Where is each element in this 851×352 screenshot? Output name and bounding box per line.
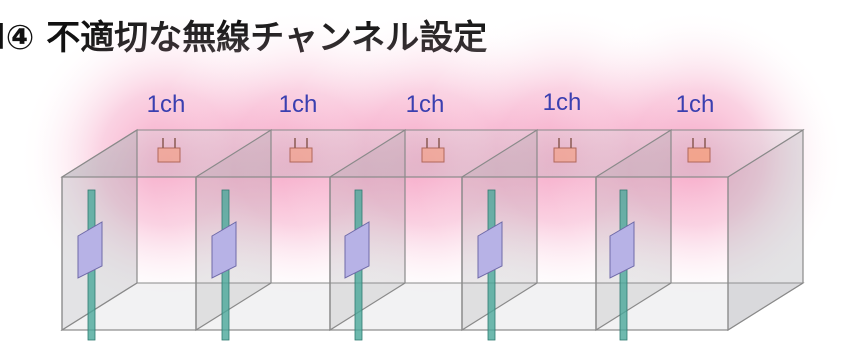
channel-label-5: 1ch [676,91,715,118]
access-point-5 [687,138,711,163]
channel-label-2: 1ch [279,91,318,118]
channel-label-layer: 1ch 1ch 1ch 1ch 1ch [147,89,715,118]
door-panel-2 [211,221,237,279]
access-point-2 [289,138,313,163]
access-point-1 [157,138,181,163]
router-body-4 [553,147,577,163]
door-unit-2 [211,189,237,341]
door-unit-1 [77,189,103,341]
door-unit-4 [477,189,503,341]
access-point-4 [553,138,577,163]
router-body-5 [687,147,711,163]
room-floor [60,282,805,331]
door-panel-1 [77,221,103,279]
door-unit-5 [609,189,635,341]
door-panel-4 [477,221,503,279]
door-unit-3 [344,189,370,341]
room-front-frame-5 [595,176,729,331]
access-point-3 [421,138,445,163]
channel-label-3: 1ch [406,91,445,118]
channel-label-4: 1ch [543,89,582,116]
room-layer [60,128,805,341]
door-panel-5 [609,221,635,279]
channel-label-1: 1ch [147,91,186,118]
router-body-2 [289,147,313,163]
door-panel-3 [344,221,370,279]
router-body-1 [157,147,181,163]
router-body-3 [421,147,445,163]
